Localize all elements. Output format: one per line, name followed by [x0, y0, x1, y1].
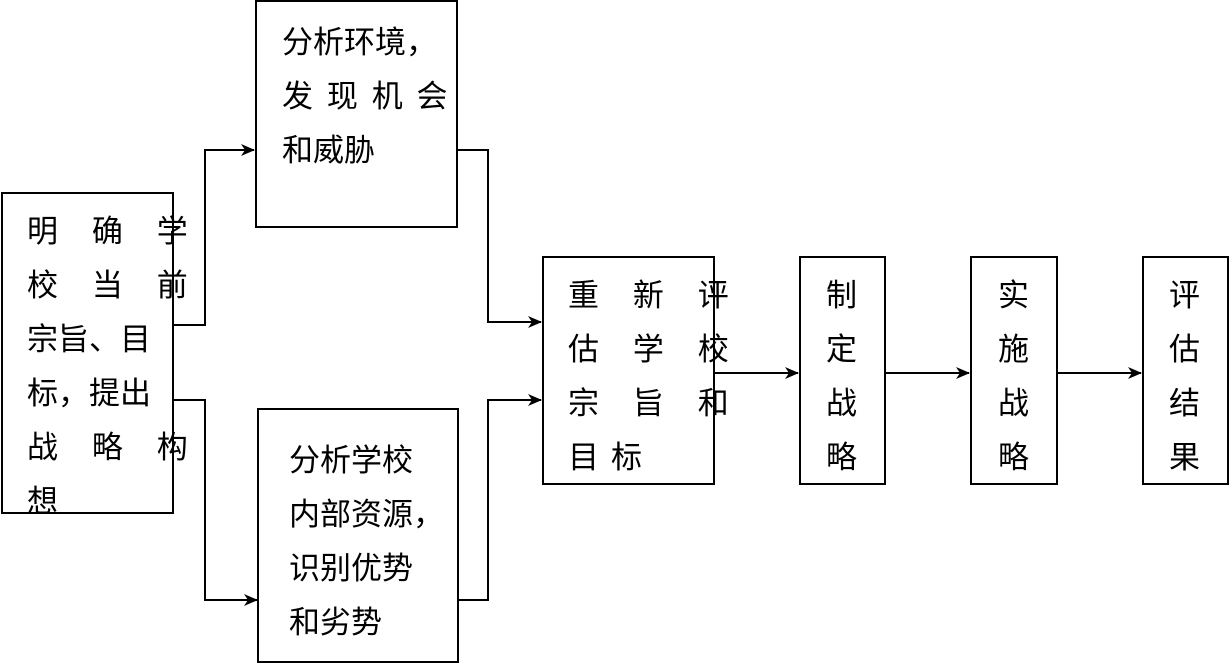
node-implement-char: 施 [998, 332, 1029, 368]
node-start-line: 明 确 学 [27, 214, 200, 250]
node-reassess-line: 估 学 校 [568, 332, 741, 368]
node-internal: 分析学校 内部资源， 识别优势 和劣势 [257, 408, 459, 663]
node-environment-line: 和威胁 [282, 133, 375, 169]
node-reassess-line: 目标 [568, 440, 654, 476]
arrow-start-to-internal [173, 399, 258, 606]
arrow-start-to-environment [173, 144, 255, 326]
node-start-line: 战 略 构 [27, 430, 200, 466]
node-start-line: 宗旨、目 [27, 322, 151, 358]
node-start-line: 校 当 前 [27, 268, 200, 304]
node-reassess-line: 重 新 评 [568, 278, 741, 314]
node-evaluate-char: 评 [1169, 278, 1200, 314]
node-internal-line: 和劣势 [289, 605, 382, 641]
arrow-internal-to-reassess [458, 394, 542, 601]
node-formulate-char: 制 [826, 278, 857, 314]
node-formulate: 制 定 战 略 [799, 256, 886, 485]
node-reassess-line: 宗 旨 和 [568, 386, 741, 422]
node-formulate-char: 略 [826, 440, 857, 476]
node-implement-char: 战 [998, 386, 1029, 422]
node-evaluate-char: 结 [1169, 386, 1200, 422]
node-evaluate: 评 估 结 果 [1142, 256, 1229, 485]
arrow-environment-to-reassess [457, 149, 542, 328]
node-implement-char: 实 [998, 278, 1029, 314]
node-environment-line: 发 现 机 会 [282, 79, 450, 115]
node-formulate-char: 定 [826, 332, 857, 368]
node-start: 明 确 学 校 当 前 宗旨、目 标，提出 战 略 构 想 [1, 192, 188, 520]
node-internal-line: 识别优势 [289, 551, 413, 587]
node-environment: 分析环境， 发 现 机 会 和威胁 [255, 0, 458, 228]
node-implement: 实 施 战 略 [970, 256, 1058, 485]
node-implement-char: 略 [998, 440, 1029, 476]
node-start-line: 标，提出 [27, 376, 151, 412]
node-reassess: 重 新 评 估 学 校 宗 旨 和 目标 [542, 256, 729, 485]
node-internal-line: 内部资源， [289, 497, 444, 533]
node-evaluate-char: 果 [1169, 440, 1200, 476]
node-start-line: 想 [27, 484, 70, 520]
node-evaluate-char: 估 [1169, 332, 1200, 368]
node-formulate-char: 战 [826, 386, 857, 422]
node-internal-line: 分析学校 [289, 443, 413, 479]
node-environment-line: 分析环境， [282, 25, 437, 61]
